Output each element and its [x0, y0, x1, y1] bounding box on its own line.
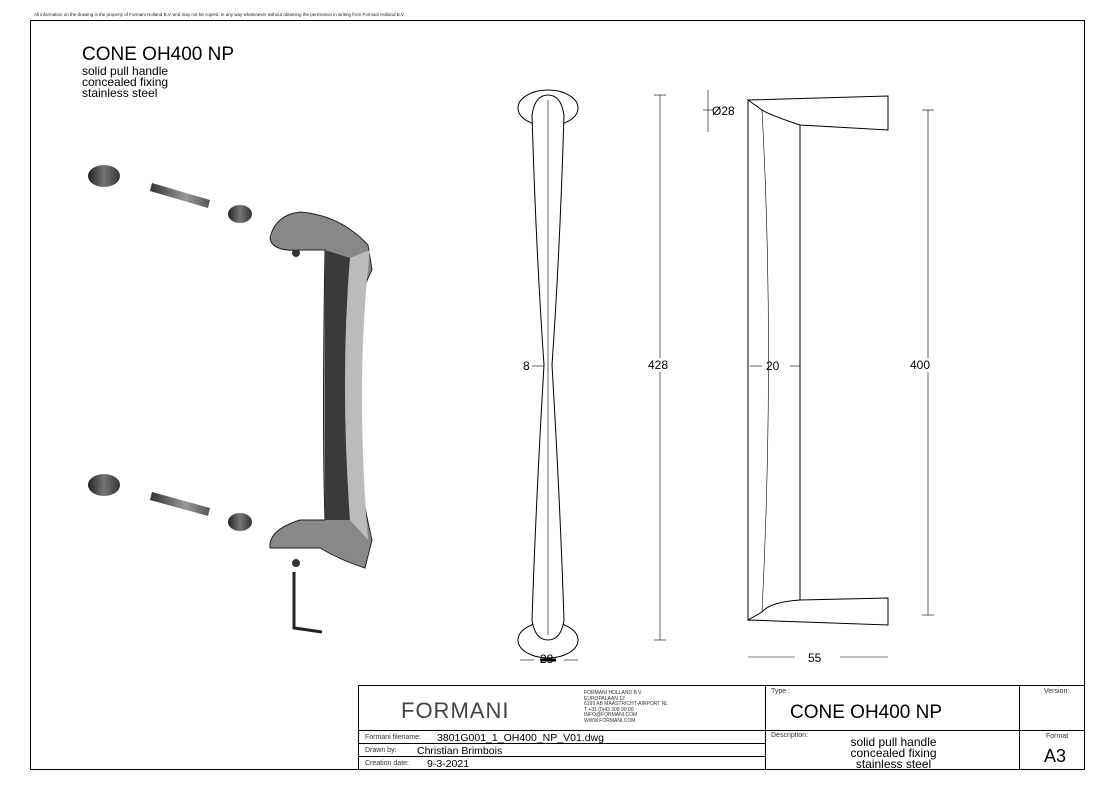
grub-screw-top — [292, 249, 300, 257]
dimension-side-depth: 20 — [766, 359, 780, 373]
format-cell: Format A3 — [1019, 730, 1085, 770]
screw-bottom — [228, 513, 252, 531]
dimension-front-width: 28 — [540, 652, 554, 666]
pin-top — [150, 183, 210, 208]
dimension-diameter: Ø28 — [712, 104, 735, 118]
isometric-exploded-view — [88, 165, 373, 634]
disclaimer: All information on the drawing is the pr… — [34, 12, 405, 17]
filename: 3801G001_1_OH400_NP_V01.dwg — [437, 732, 604, 744]
dimension-front-height: 428 — [648, 358, 669, 372]
version-cell: Version: — [1019, 685, 1085, 731]
logo-cell: FORMANI FORMANI HOLLAND B.V.EUROPALAAN 1… — [358, 685, 766, 731]
threaded-insert-bottom — [88, 474, 120, 496]
drawing-title: CONE OH400 NP — [82, 44, 235, 65]
threaded-insert-top — [88, 165, 120, 187]
grub-screw-bottom — [292, 559, 300, 567]
type-value: CONE OH400 NP — [790, 702, 943, 723]
screw-top — [228, 205, 252, 223]
subtitle-line: stainless steel — [82, 86, 158, 100]
creation-date: 9-3-2021 — [427, 758, 470, 770]
format-value: A3 — [1044, 746, 1067, 766]
subtitle-line: concealed fixing — [82, 75, 169, 89]
drawn-by: Christian Brimbois — [417, 745, 503, 757]
pin-bottom — [150, 492, 210, 516]
formani-logo: FORMANI — [401, 698, 510, 723]
side-view — [746, 95, 934, 658]
creation-date-row: Creation date: 9-3-2021 — [358, 756, 766, 770]
dimension-side-width: 55 — [808, 651, 822, 665]
drawn-by-row: Drawn by: Christian Brimbois — [358, 743, 766, 757]
handle-body — [269, 211, 373, 569]
subtitle-line: solid pull handle — [82, 64, 169, 78]
dimension-side-height: 400 — [910, 358, 931, 372]
front-view — [517, 89, 713, 662]
type-cell: Type : CONE OH400 NP — [765, 685, 1020, 731]
filename-row: Formani filename: 3801G001_1_OH400_NP_V0… — [358, 730, 766, 744]
dimension-front-depth: 8 — [523, 359, 530, 373]
hex-key — [292, 572, 323, 634]
